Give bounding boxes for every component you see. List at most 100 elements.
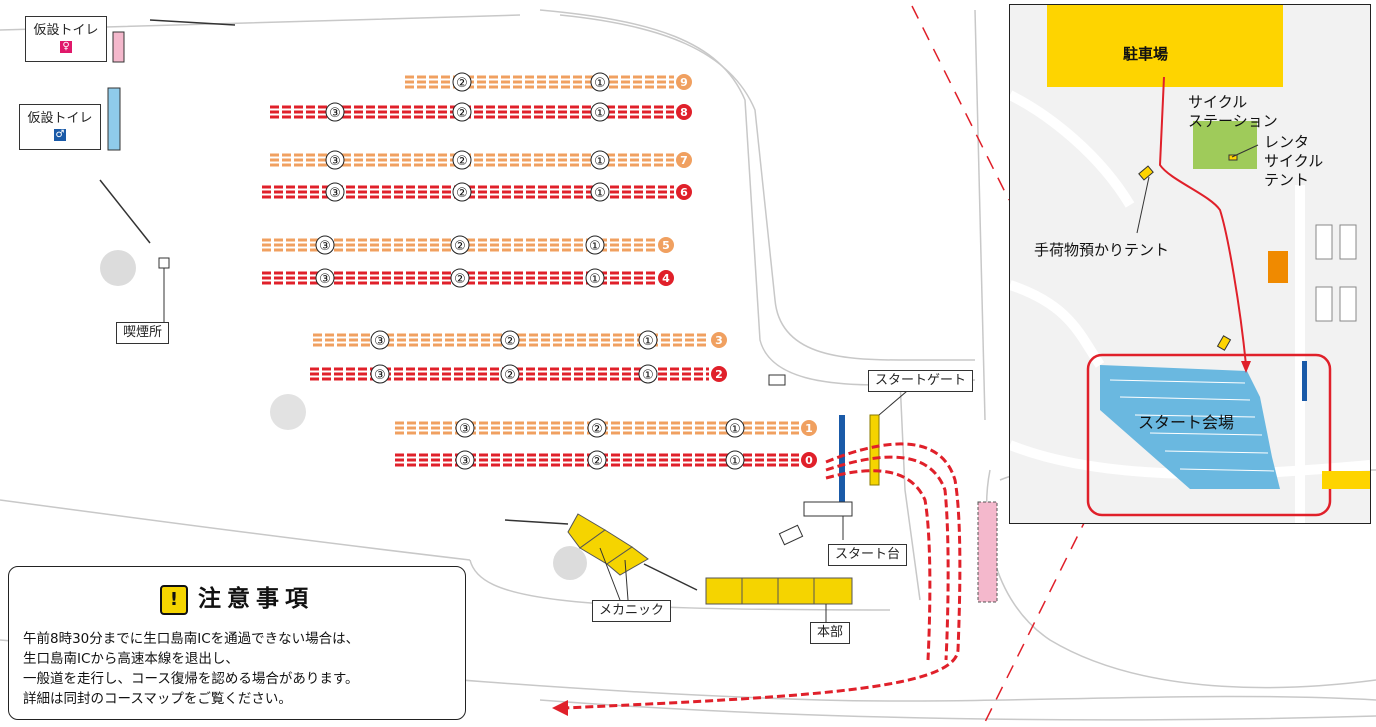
- row-badge: [658, 237, 674, 253]
- pink-lane: [977, 501, 998, 603]
- row-number: 9: [680, 76, 688, 89]
- toilet-female-booth: [112, 31, 125, 63]
- block-number-circle: [585, 268, 605, 288]
- block-number: ②: [454, 239, 466, 254]
- tree: [100, 250, 136, 286]
- row-number: 6: [680, 186, 688, 199]
- notice-line: 一般道を走行し、コース復帰を認める場合があります。: [23, 671, 359, 687]
- row-number: 5: [662, 239, 670, 252]
- block-number: ①: [642, 368, 654, 383]
- male-toilet-icon: ♂: [54, 129, 66, 141]
- tree: [270, 394, 306, 430]
- inset-baggage-tent-label: 手荷物預かりテント: [1034, 241, 1170, 259]
- notice-title-text: 注意事項: [198, 586, 314, 612]
- row-number: 4: [662, 272, 670, 285]
- block-number-circle: [590, 102, 610, 122]
- inset-parking-lines: [1109, 379, 1275, 472]
- block-number-circle: [725, 418, 745, 438]
- row-badge: [676, 104, 692, 120]
- female-toilet-icon: ♀: [60, 41, 72, 53]
- inset-orange-building: [1268, 251, 1288, 283]
- block-number: ①: [642, 334, 654, 349]
- row-number: 0: [805, 454, 813, 467]
- block-number: ③: [329, 106, 341, 121]
- start-gate-pole: [839, 415, 845, 503]
- block-number-circle: [370, 364, 390, 384]
- block-number: ①: [594, 106, 606, 121]
- block-number-circle: [325, 182, 345, 202]
- inset-parking-label: 駐車場: [1123, 45, 1169, 63]
- grid-row-3: ① ② ③ 3: [313, 330, 727, 350]
- block-number-circle: [500, 330, 520, 350]
- notice-line: 生口島南ICから高速本線を退出し、: [23, 651, 239, 667]
- block-number: ③: [374, 368, 386, 383]
- row-number: 3: [715, 334, 723, 347]
- block-number-circle: [450, 268, 470, 288]
- block-number-circle: [315, 235, 335, 255]
- block-number-circle: [455, 418, 475, 438]
- toilet-male-label: 仮設トイレ: [27, 111, 93, 126]
- block-number: ②: [456, 76, 468, 91]
- inset-route: [1158, 76, 1247, 366]
- block-number: ②: [591, 454, 603, 469]
- notice-line: 詳細は同封のコースマップをご覧ください。: [23, 691, 292, 707]
- inset-cycle-station-label: サイクル ステーション: [1188, 93, 1278, 130]
- block-number: ①: [729, 422, 741, 437]
- start-bin: [768, 374, 786, 386]
- inset-baggage-tent-marker: [1138, 165, 1154, 181]
- block-number-circle: [638, 330, 658, 350]
- block-number-circle: [455, 450, 475, 470]
- block-number-circle: [315, 268, 335, 288]
- toilet-male: 仮設トイレ ♂: [19, 104, 101, 150]
- block-number: ②: [456, 154, 468, 169]
- hq-tents: [705, 577, 853, 605]
- row-number: 1: [805, 422, 813, 435]
- row-number: 7: [680, 154, 688, 167]
- block-number-circle: [452, 102, 472, 122]
- row-number: 2: [715, 368, 723, 381]
- block-number-circle: [587, 418, 607, 438]
- block-number-circle: [500, 364, 520, 384]
- block-number-circle: [452, 72, 472, 92]
- start-stand-label: スタート台: [828, 544, 908, 566]
- block-number: ②: [456, 106, 468, 121]
- block-number: ①: [729, 454, 741, 469]
- notice-box: !注意事項 午前8時30分までに生口島南ICを通過できない場合は、 生口島南IC…: [8, 566, 466, 720]
- hq-label: 本部: [810, 622, 851, 644]
- block-number-circle: [587, 450, 607, 470]
- block-number: ①: [594, 154, 606, 169]
- mechanic-label: メカニック: [592, 600, 672, 622]
- block-number: ②: [504, 334, 516, 349]
- row-badge: [676, 74, 692, 90]
- block-number: ②: [504, 368, 516, 383]
- inset-yellow-strip: [1322, 471, 1370, 489]
- row-badge: [711, 366, 727, 382]
- inset-buildings: [1315, 224, 1357, 322]
- block-number-circle: [452, 150, 472, 170]
- row-number: 8: [680, 106, 688, 119]
- toilet-female: 仮設トイレ ♀: [25, 16, 107, 62]
- block-number: ③: [319, 272, 331, 287]
- inset-parking-lot: [1047, 5, 1283, 87]
- block-number: ②: [456, 186, 468, 201]
- block-number-circle: [325, 102, 345, 122]
- block-number: ①: [589, 239, 601, 254]
- notice-title: !注意事項: [9, 579, 465, 615]
- block-number: ②: [591, 422, 603, 437]
- block-number: ①: [594, 186, 606, 201]
- block-number-circle: [590, 72, 610, 92]
- block-number: ①: [589, 272, 601, 287]
- block-number-circle: [370, 330, 390, 350]
- fences: [99, 19, 698, 591]
- block-number: ③: [459, 454, 471, 469]
- block-number: ③: [329, 186, 341, 201]
- block-number: ③: [374, 334, 386, 349]
- block-number-circle: [590, 182, 610, 202]
- inset-start-venue-outline: [1086, 353, 1332, 517]
- row-badge: [676, 152, 692, 168]
